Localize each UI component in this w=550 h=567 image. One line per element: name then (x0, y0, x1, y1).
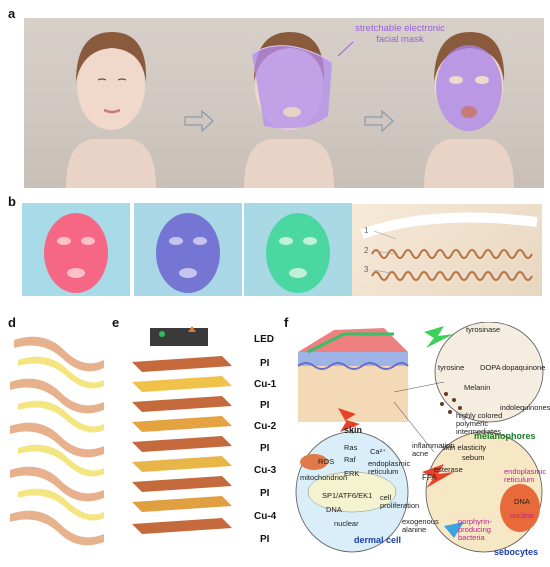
mask-red-light (22, 203, 130, 296)
label-3: 3 (364, 265, 369, 274)
txt-melanin: Melanin (464, 383, 491, 392)
txt-dermal-cell: dermal cell (354, 535, 402, 545)
panel-a-photo-strip (24, 18, 544, 188)
txt-ca: Ca²⁺ (370, 447, 387, 456)
face-no-mask (66, 32, 156, 188)
mechanism-diagram: tyrosinase tyrosine DOPA dopaquinone Mel… (294, 321, 550, 562)
txt-ras: Ras (344, 443, 358, 452)
right-arrow-icon (364, 110, 394, 132)
layer-label-cu-3: Cu-3 (254, 465, 277, 476)
txt-polymeric: highly colored polymeric intermediates (456, 411, 503, 436)
serpentine-wire-illustration (360, 212, 538, 281)
txt-mitochondrion: mitochondrion (300, 473, 348, 482)
face-applying-mask (244, 32, 334, 188)
txt-inflammation: inflammation acne (412, 441, 455, 458)
txt-er: endoplasmic reticulum (368, 459, 411, 476)
panel-label-d: d (8, 315, 16, 330)
exploded-layer-diagram (132, 326, 232, 534)
layer-label-cu-2: Cu-2 (254, 421, 277, 432)
stretched-layers-illustration (10, 336, 104, 546)
txt-sebocytes: sebocytes (494, 547, 539, 557)
cross-section-photo: 1 2 3 (352, 204, 542, 296)
txt-porphyrin: porphyrin-producing bacteria (458, 517, 492, 542)
txt-dopaquinone: dopaquinone (502, 363, 546, 372)
mask-green-light (244, 203, 352, 296)
panel-label-b: b (8, 194, 16, 209)
layer-label-pi-3: PI (260, 443, 270, 454)
txt-esterase: esterase (434, 465, 463, 474)
layer-label-pi-2: PI (260, 400, 270, 411)
txt-tyrosinase: tyrosinase (466, 325, 501, 334)
txt-spu: SP1/ATF6/EK1 (322, 491, 373, 500)
txt-sebum: sebum (462, 453, 485, 462)
layer-label-led: LED (254, 334, 274, 345)
txt-ros: ROS (318, 457, 335, 466)
txt-dna2: DNA (514, 497, 530, 506)
layer-label-cu-4: Cu-4 (254, 511, 277, 522)
txt-skin-elasticity: skin elasticity (442, 443, 487, 452)
txt-dna: DNA (326, 505, 342, 514)
face-with-mask (424, 32, 514, 188)
mechanism-illustration (295, 321, 544, 553)
panel-label-e: e (112, 315, 120, 330)
label-2: 2 (364, 246, 369, 255)
txt-indolequinones: indolequinones (500, 403, 550, 412)
txt-ffa: FFA (422, 473, 437, 482)
layer-label-pi-1: PI (260, 358, 270, 369)
txt-exogenous-alanine: exogenous alanine (402, 517, 439, 534)
txt-er2: endoplasmic reticulum (504, 467, 547, 484)
txt-skin: skin (344, 425, 363, 435)
layer-label-pi-5: PI (260, 534, 270, 545)
txt-nuclear2: nuclear (510, 511, 535, 520)
txt-cell-prolif: cell proliferation (380, 493, 420, 510)
mask-label: stretchable electronic facial mask (355, 23, 445, 45)
label-1: 1 (364, 226, 369, 235)
panel-label-f: f (284, 315, 289, 330)
txt-nuclear: nuclear (334, 519, 359, 528)
mask-pointer-line (337, 41, 354, 57)
layer-label-pi-4: PI (260, 488, 270, 499)
txt-erk: ERK (344, 469, 360, 478)
txt-tyrosine: tyrosine (438, 363, 465, 372)
panel-label-a: a (8, 6, 16, 21)
right-arrow-icon (184, 110, 214, 132)
mask-blue-light (134, 203, 242, 296)
layer-label-cu-1: Cu-1 (254, 379, 277, 390)
txt-dopa: DOPA (480, 363, 501, 372)
txt-melanophores: melanophores (474, 431, 536, 441)
txt-raf: Raf (344, 455, 356, 464)
